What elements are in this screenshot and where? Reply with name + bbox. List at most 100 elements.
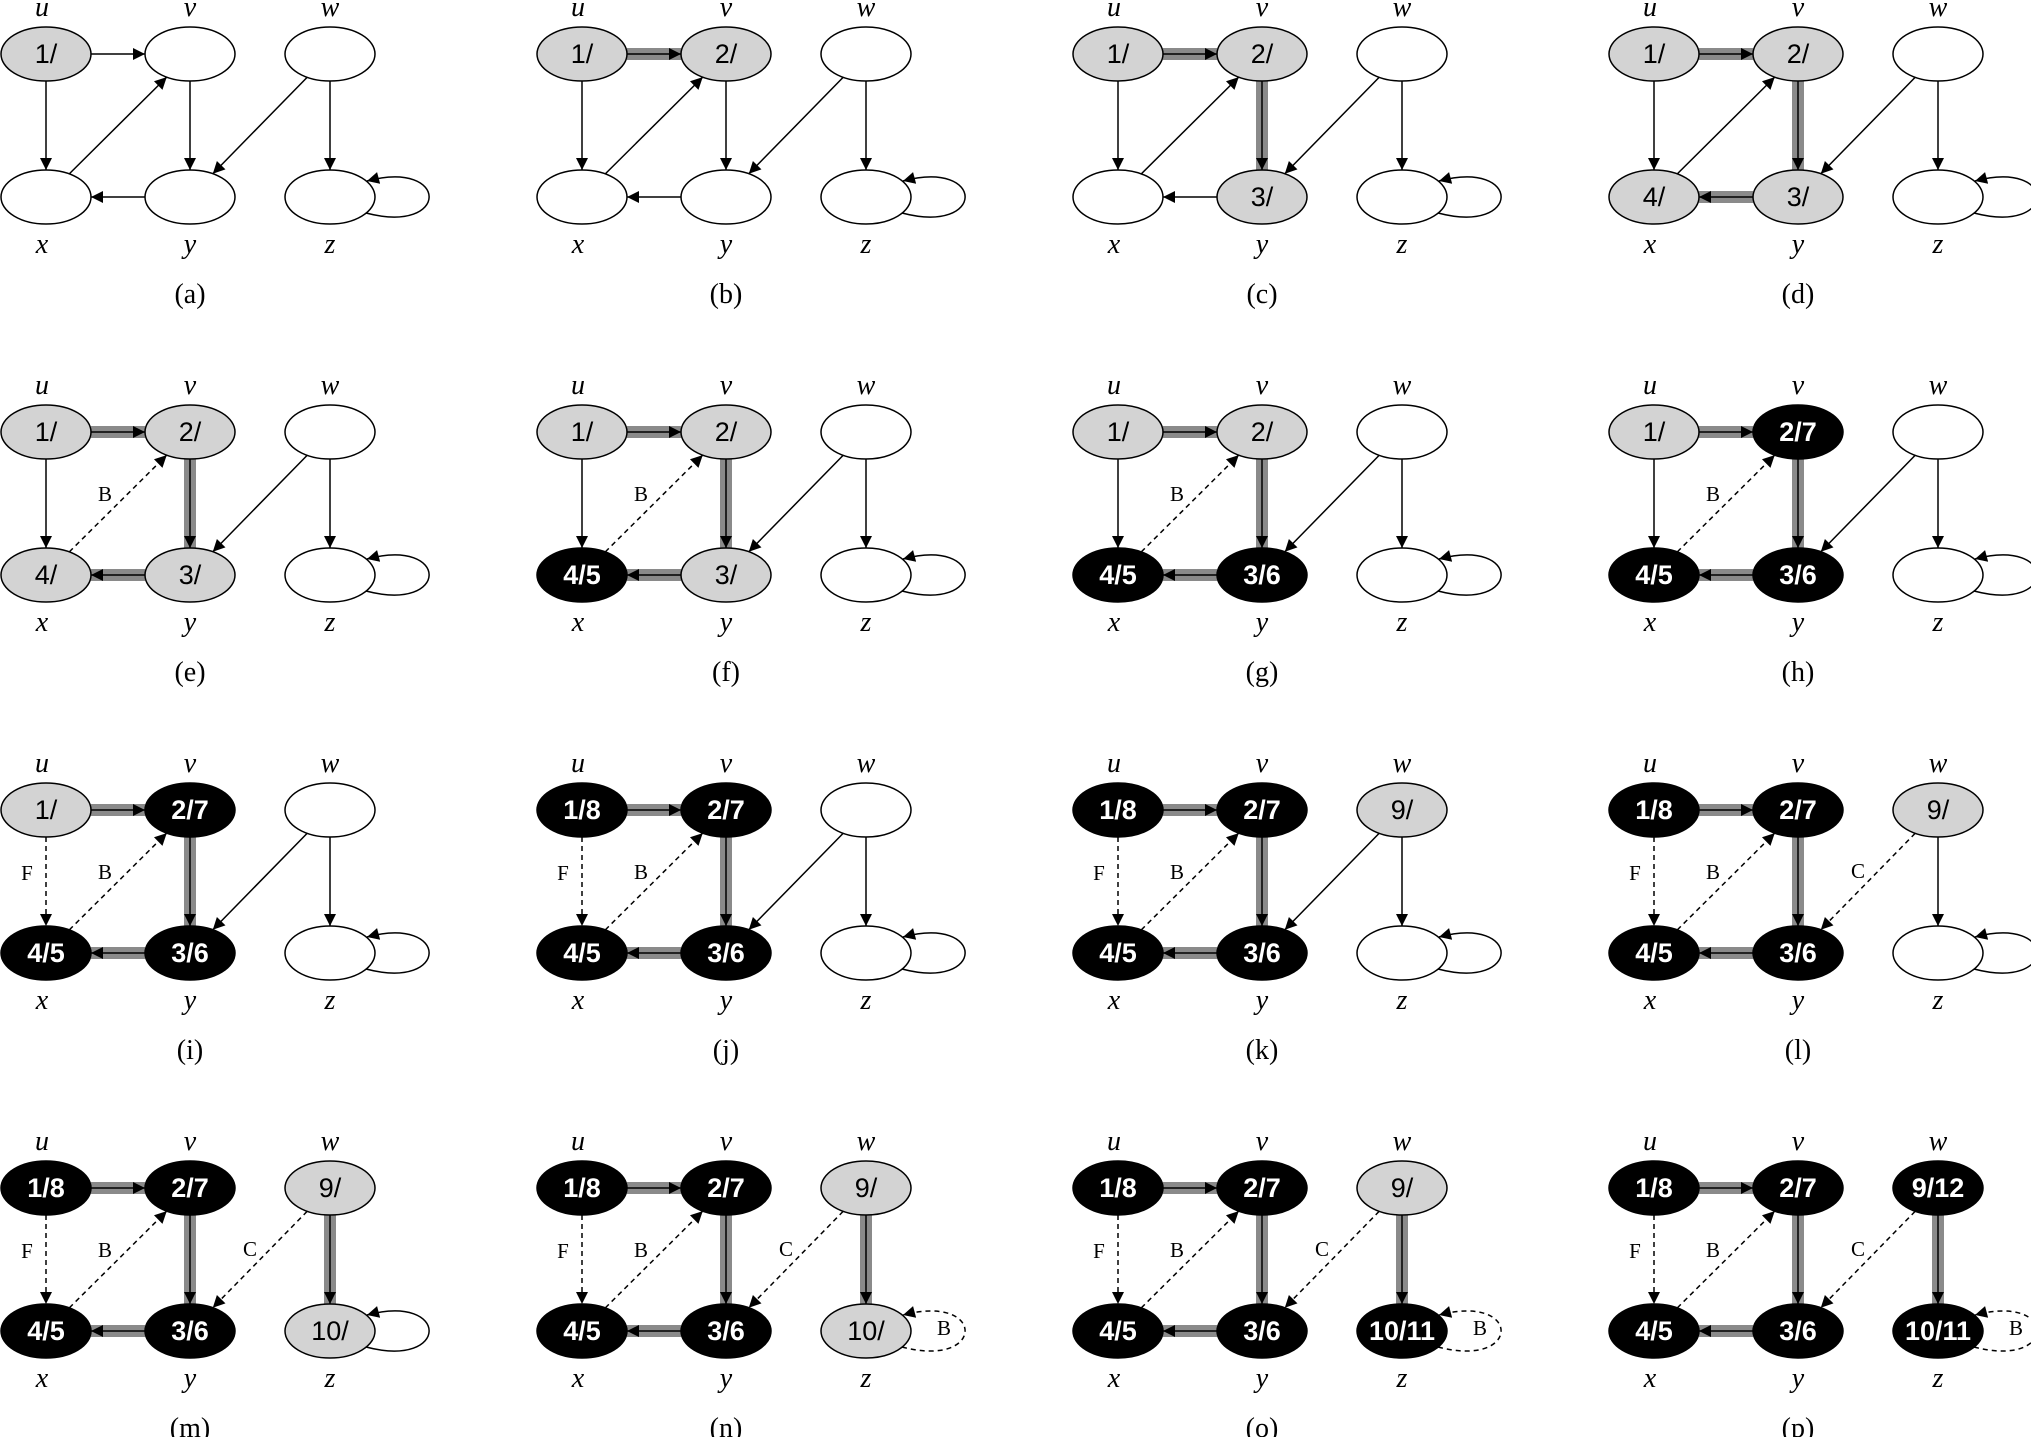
vertex-name-x: x <box>1107 607 1121 638</box>
vertex-z <box>284 169 376 225</box>
vertex-name-v: v <box>720 370 733 401</box>
vertex-name-z: z <box>324 607 336 638</box>
edge-u-x: F <box>1093 1215 1124 1304</box>
edge-arrow <box>212 76 308 175</box>
vertex-y: 3/6 <box>1216 1303 1308 1359</box>
panel-caption: (g) <box>1246 657 1279 688</box>
vertex-u-shape <box>0 404 92 460</box>
self-loop-arrow <box>1973 550 2031 596</box>
vertex-z <box>820 169 912 225</box>
vertex-v-shape <box>144 26 236 82</box>
vertex-w <box>820 26 912 82</box>
edge-arrow <box>1140 832 1240 931</box>
vertex-y-times: 3/ <box>1251 182 1274 212</box>
vertex-name-x: x <box>1643 607 1657 638</box>
vertex-z: 10/11 <box>1356 1303 1448 1359</box>
vertex-v-times: 2/7 <box>707 795 745 825</box>
edge-w-y <box>212 454 308 553</box>
vertex-v: 2/ <box>1752 26 1844 82</box>
edge-label-F: F <box>1629 861 1641 885</box>
vertex-x-shape <box>0 925 92 981</box>
panel-caption: (p) <box>1782 1413 1815 1437</box>
vertex-name-y: y <box>1789 1363 1805 1394</box>
edge-x-v: B <box>1676 832 1776 931</box>
vertex-name-u: u <box>1107 748 1121 779</box>
vertex-u-shape <box>1608 404 1700 460</box>
vertex-w-shape <box>1356 26 1448 82</box>
vertex-y-shape <box>144 1303 236 1359</box>
vertex-w <box>1356 26 1448 82</box>
vertex-z <box>1892 925 1984 981</box>
vertex-v: 2/7 <box>144 1160 236 1216</box>
edge-z-z-self-loop <box>901 172 966 218</box>
vertex-z-shape <box>1356 925 1448 981</box>
vertex-v-shape <box>1216 26 1308 82</box>
vertex-name-w: w <box>1393 370 1412 401</box>
edge-label-B: B <box>1170 482 1184 506</box>
vertex-name-x: x <box>1107 985 1121 1016</box>
vertex-name-v: v <box>1256 0 1269 23</box>
edge-label-B: B <box>1706 860 1720 884</box>
edge-label-B: B <box>1170 860 1184 884</box>
vertex-v: 2/7 <box>680 782 772 838</box>
vertex-y-shape <box>1752 1303 1844 1359</box>
vertex-u: 1/8 <box>1072 1160 1164 1216</box>
vertex-y-shape <box>1216 547 1308 603</box>
vertex-v-times: 2/7 <box>1779 795 1817 825</box>
vertex-v-shape <box>680 782 772 838</box>
vertex-v: 2/7 <box>1752 1160 1844 1216</box>
vertex-name-y: y <box>717 229 733 260</box>
vertex-u-times: 1/8 <box>563 795 601 825</box>
self-loop-arrow <box>901 928 966 974</box>
edge-x-v: B <box>604 832 704 931</box>
vertex-z-shape <box>1892 169 1984 225</box>
edge-label-C: C <box>243 1237 257 1261</box>
self-loop-arrow <box>1973 172 2031 218</box>
vertex-y: 3/6 <box>144 925 236 981</box>
vertex-y: 3/6 <box>1216 547 1308 603</box>
vertex-name-y: y <box>181 607 197 638</box>
vertex-name-z: z <box>1932 229 1944 260</box>
vertex-z <box>1356 547 1448 603</box>
vertex-y-times: 3/6 <box>171 1316 209 1346</box>
vertex-v: 2/7 <box>680 1160 772 1216</box>
vertex-u: 1/8 <box>536 782 628 838</box>
vertex-u-shape <box>536 782 628 838</box>
vertex-w-times: 9/12 <box>1912 1173 1965 1203</box>
vertex-y-shape <box>1216 169 1308 225</box>
vertex-y: 3/6 <box>144 1303 236 1359</box>
vertex-x-shape <box>1608 925 1700 981</box>
edge-z-z-self-loop <box>1973 550 2031 596</box>
vertex-v-times: 2/ <box>715 39 738 69</box>
edge-w-y: C <box>748 1210 844 1309</box>
vertex-x-times: 4/5 <box>1635 560 1673 590</box>
vertex-x <box>0 169 92 225</box>
vertex-x: 4/5 <box>0 925 92 981</box>
vertex-w-times: 9/ <box>855 1173 878 1203</box>
vertex-z <box>1356 925 1448 981</box>
vertex-u-times: 1/ <box>571 417 594 447</box>
vertex-u-times: 1/ <box>35 795 58 825</box>
vertex-v: 2/ <box>680 26 772 82</box>
edge-label-B: B <box>2009 1316 2023 1340</box>
vertex-y-shape <box>1752 547 1844 603</box>
edge-u-x: F <box>557 837 588 926</box>
edge-w-y <box>1284 76 1380 175</box>
vertex-w-shape <box>284 782 376 838</box>
vertex-name-w: w <box>1929 748 1948 779</box>
edge-label-C: C <box>779 1237 793 1261</box>
vertex-w-shape <box>820 782 912 838</box>
vertex-name-y: y <box>717 1363 733 1394</box>
vertex-name-y: y <box>1253 607 1269 638</box>
edge-arrow <box>604 1210 704 1309</box>
vertex-name-x: x <box>571 229 585 260</box>
edge-label-B: B <box>98 482 112 506</box>
edge-arrow <box>604 832 704 931</box>
vertex-name-x: x <box>1643 229 1657 260</box>
vertex-name-v: v <box>720 0 733 23</box>
edge-u-x: F <box>1629 837 1660 926</box>
vertex-y-shape <box>1752 169 1844 225</box>
edge-x-v <box>604 76 704 175</box>
vertex-w: 9/ <box>1356 782 1448 838</box>
